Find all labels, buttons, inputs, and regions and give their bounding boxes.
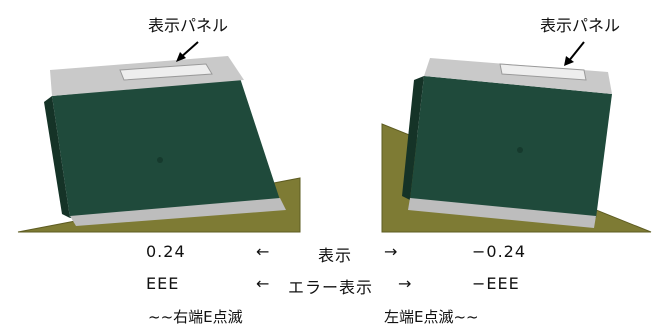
right-callout-label: 表示パネル: [540, 16, 621, 35]
callout-arrow-icon: [567, 41, 585, 63]
left-screw: [157, 157, 163, 163]
row2-right-value: −EEE: [472, 274, 520, 293]
left-callout-label: 表示パネル: [148, 16, 229, 35]
row1-left-value: 0.24: [146, 242, 186, 261]
left-arrow-icon: ←: [256, 242, 271, 261]
left-device-body: [52, 78, 280, 218]
callout-arrow-head: [176, 52, 186, 62]
right-device-side: [402, 76, 424, 200]
left-photo: [17, 41, 301, 233]
left-display-panel: [119, 63, 213, 81]
row1-label: 表示: [318, 246, 353, 265]
right-arrow-icon: →: [384, 242, 399, 261]
row2-left-value: EEE: [146, 274, 180, 293]
row1-right-value: −0.24: [472, 242, 527, 261]
row2-label: エラー表示: [288, 278, 374, 297]
right-device-top: [424, 58, 612, 94]
left-device-base: [70, 198, 286, 226]
callout-arrow-head: [564, 56, 574, 66]
right-display-panel: [499, 63, 587, 81]
right-device-base: [408, 198, 596, 228]
right-device-body: [410, 76, 612, 218]
right-photo: [381, 41, 652, 233]
note-right: 左端E点滅~~: [384, 308, 479, 326]
left-device-side: [44, 96, 70, 218]
right-screw: [517, 147, 523, 153]
right-arrow-icon: →: [398, 274, 413, 293]
left-arrow-icon: ←: [256, 274, 271, 293]
note-left: ~~右端E点滅: [148, 308, 243, 326]
